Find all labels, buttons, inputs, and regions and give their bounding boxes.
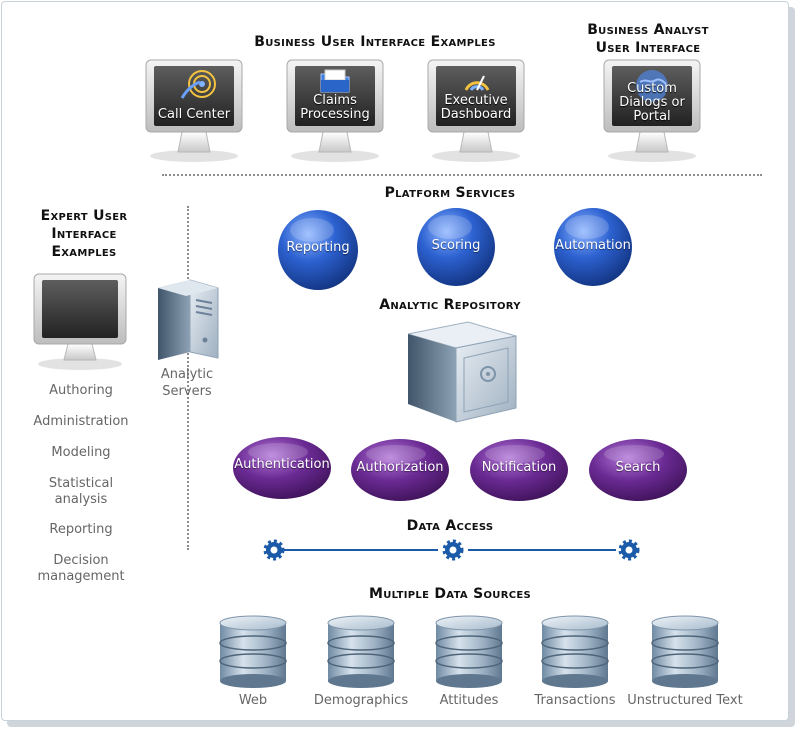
expert-task-label: Authoring — [49, 383, 113, 398]
expert-task-modeling: Modeling — [18, 445, 144, 461]
automation-service-orb — [554, 208, 632, 286]
data-source-unstructured-text-label: Unstructured Text — [627, 693, 743, 708]
platform-services-heading: Platform Services — [384, 185, 516, 201]
expert-task-label: Reporting — [49, 522, 113, 537]
custom-portal-label-line3: Portal — [633, 109, 671, 124]
gear-icon — [263, 539, 285, 561]
globe-icon — [636, 70, 668, 102]
expert-task-reporting: Reporting — [18, 522, 144, 538]
authorization-service-orb — [351, 439, 449, 501]
analytic-servers-label-line2: Servers — [162, 384, 212, 399]
executive-dashboard-label-line2: Dashboard — [440, 107, 512, 122]
database-transactions-icon — [541, 615, 609, 688]
analytic-servers-label-line1: Analytic — [160, 367, 214, 382]
expert-task-label: management — [37, 569, 125, 584]
expert-task-label: Decision — [53, 553, 109, 568]
claims-processing-label-line1: Claims — [313, 93, 357, 108]
claims-processing-label-line2: Processing — [300, 107, 370, 122]
automation-service-label: Automation — [555, 238, 631, 253]
expert-task-label: Modeling — [51, 445, 111, 460]
claims-processing-monitor: Claims Processing — [283, 58, 387, 164]
call-center-monitor: Call Center — [142, 58, 246, 164]
expert-task-label: analysis — [54, 492, 108, 507]
expert-task-administration: Administration — [18, 414, 144, 430]
business-analyst-heading-line2: User Interface — [595, 40, 701, 56]
data-source-attitudes-label: Attitudes — [439, 693, 499, 708]
expert-task-label: Administration — [33, 414, 129, 429]
expert-ui-heading-line1: Expert User — [40, 208, 128, 224]
data-access-connector — [263, 539, 640, 561]
folder-icon — [320, 69, 350, 93]
call-center-icon — [180, 70, 216, 99]
authorization-service-label: Authorization — [356, 460, 444, 475]
reporting-service-label: Reporting — [286, 240, 350, 255]
business-ui-examples-heading: Business User Interface Examples — [254, 34, 496, 50]
expert-task-label: Statistical — [48, 476, 114, 491]
database-web-icon — [219, 615, 287, 688]
expert-task-statistical-analysis: Statistical analysis — [18, 476, 144, 508]
expert-task-authoring: Authoring — [18, 383, 144, 399]
data-access-heading: Data Access — [406, 518, 494, 534]
multiple-data-sources-heading: Multiple Data Sources — [368, 586, 532, 602]
notification-service-orb — [470, 439, 568, 501]
authentication-service-orb — [233, 437, 331, 499]
data-source-demographics-label: Demographics — [313, 693, 409, 708]
expert-task-decision-management: Decision management — [18, 553, 144, 585]
custom-portal-label-line1: Custom — [627, 81, 677, 96]
database-attitudes-icon — [435, 615, 503, 688]
expert-ui-monitor — [30, 272, 130, 372]
executive-dashboard-label-line1: Executive — [444, 93, 508, 108]
data-source-web-label: Web — [238, 693, 268, 708]
database-demographics-icon — [327, 615, 395, 688]
custom-portal-monitor: Custom Dialogs or Portal — [600, 58, 704, 164]
dashboard-icon — [464, 75, 490, 91]
custom-portal-label-line2: Dialogs or — [619, 95, 685, 110]
reporting-service-orb — [278, 210, 358, 290]
database-unstructured-text-icon — [651, 615, 719, 688]
executive-dashboard-monitor: Executive Dashboard — [424, 58, 528, 164]
analytic-repository-heading: Analytic Repository — [379, 297, 521, 313]
repository-vault-icon — [407, 321, 517, 423]
gear-icon — [618, 539, 640, 561]
notification-service-label: Notification — [481, 460, 557, 475]
business-analyst-heading-line1: Business Analyst — [587, 22, 709, 38]
top-dotted-divider — [162, 174, 762, 176]
scoring-service-label: Scoring — [431, 238, 481, 253]
search-service-orb — [589, 439, 687, 501]
expert-ui-heading-line2: Interface — [51, 226, 117, 242]
server-tower-icon — [158, 279, 219, 360]
search-service-label: Search — [615, 460, 661, 475]
data-source-transactions-label: Transactions — [534, 693, 616, 708]
authentication-service-label: Authentication — [234, 457, 330, 472]
scoring-service-orb — [417, 208, 495, 286]
vertical-dotted-divider — [187, 206, 189, 550]
gear-icon — [442, 539, 464, 561]
call-center-label: Call Center — [157, 107, 231, 122]
expert-ui-heading-line3: Examples — [51, 244, 117, 260]
